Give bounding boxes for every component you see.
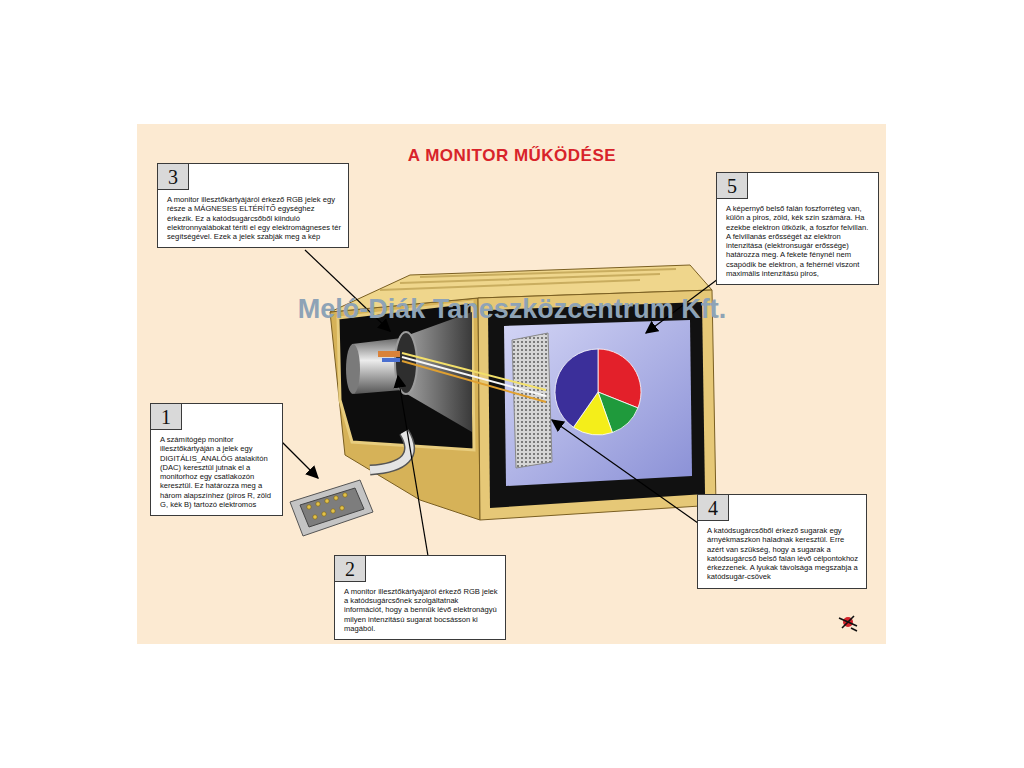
callout-box: 3A monitor illesztőkártyájáról érkező RG… [157, 163, 349, 248]
callout-number: 3 [158, 164, 189, 190]
watermark: Meló-Diák Taneszközcentrum Kft. [0, 294, 1024, 325]
callout-text: A monitor illesztőkártyájáról érkező RGB… [158, 190, 348, 247]
electron-gun [378, 351, 400, 357]
callout-text: A képernyő belső falán foszforréteg van,… [717, 199, 878, 284]
callout-number: 1 [151, 404, 182, 430]
callout-box: 4A katódsugárcsőből érkező sugarak egy á… [697, 494, 867, 589]
pie-chart [555, 349, 641, 435]
electron-beams [402, 353, 546, 402]
callout-text: A számítógép monitor illesztőkártyáján a… [151, 430, 282, 515]
callout-box: 1A számítógép monitor illesztőkártyáján … [150, 403, 283, 516]
callout-number: 2 [335, 556, 366, 582]
db9-connector [290, 480, 373, 536]
screen-frame [488, 302, 705, 508]
callout-number: 4 [698, 495, 729, 521]
cable [370, 432, 410, 470]
callout-number: 5 [717, 173, 748, 199]
logo [839, 616, 857, 631]
callout-text: A monitor illesztőkártyájáról érkező RGB… [335, 582, 505, 639]
casing-ridges [380, 269, 676, 290]
screen [504, 320, 692, 486]
bezel [478, 290, 716, 520]
poster-ground [137, 124, 886, 644]
shadow-mask [512, 333, 552, 468]
pie-slice [555, 349, 598, 427]
db9-connector [300, 488, 364, 527]
callout-text: A katódsugárcsőből érkező sugarak egy ár… [698, 521, 866, 588]
diagram-title: A MONITOR MŰKÖDÉSE [0, 146, 1024, 166]
tube-end [346, 344, 360, 394]
callout-box: 2A monitor illesztőkártyájáról érkező RG… [334, 555, 506, 640]
cable [370, 432, 410, 470]
callout-box: 5A képernyő belső falán foszforréteg van… [716, 172, 879, 285]
db9-pins [307, 493, 347, 519]
electron-gun [382, 358, 400, 362]
